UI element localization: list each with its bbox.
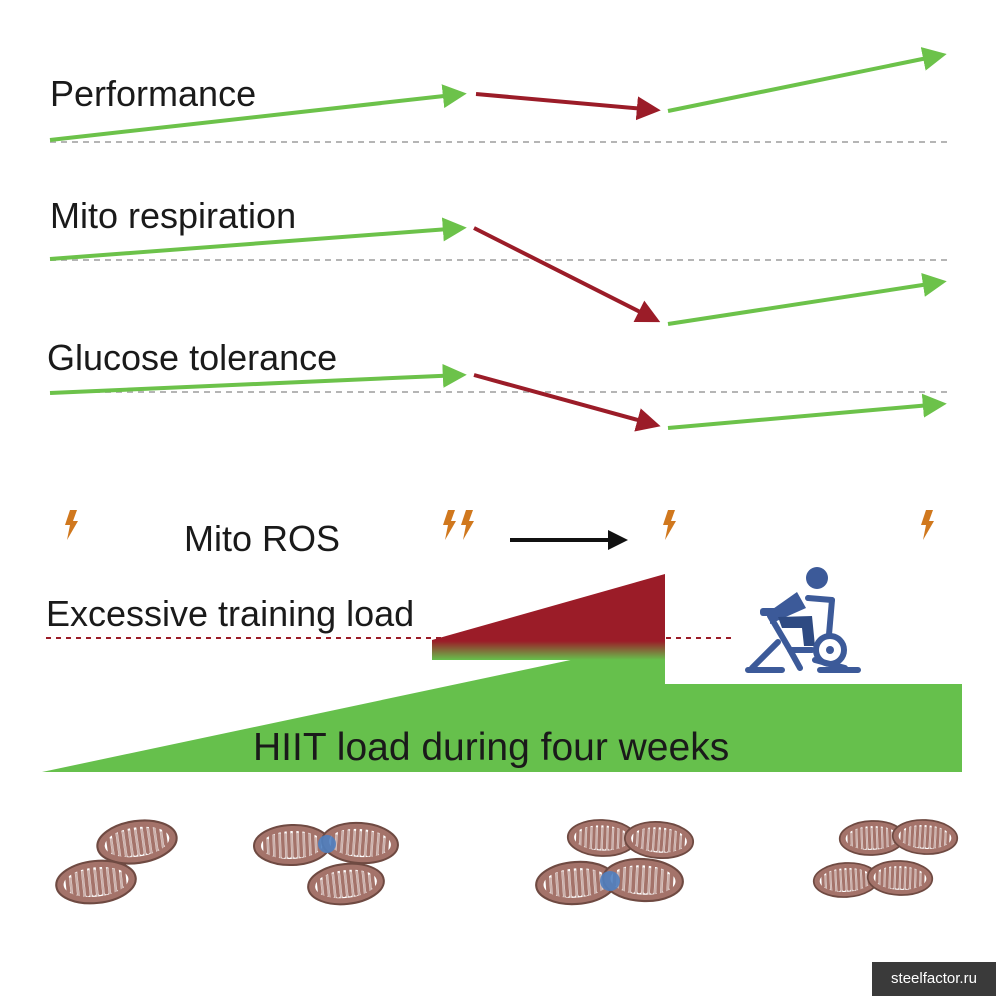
glucose-tolerance-label: Glucose tolerance <box>47 337 337 378</box>
lightning-bolt-icon <box>663 510 676 540</box>
performance-recovery-arrow <box>667 47 947 113</box>
mitochondrion-icon <box>304 858 388 910</box>
lightning-bolt-icon <box>443 510 456 540</box>
mitochondria-group-3 <box>532 817 696 909</box>
mitochondrion-icon <box>865 858 935 898</box>
excessive-load-area <box>432 574 665 660</box>
performance-decrease-arrow <box>475 92 661 121</box>
mitochondria-group-4 <box>811 816 960 901</box>
excessive-load-label: Excessive training load <box>46 593 414 634</box>
mito-respiration-increase-arrow <box>49 217 467 261</box>
mitochondrion-icon <box>622 818 696 862</box>
lightning-bolt-icon <box>461 510 474 540</box>
mitochondrion-icon <box>890 816 960 858</box>
fusion-site <box>318 835 336 853</box>
glucose-tolerance-decrease-arrow <box>473 373 661 432</box>
glucose-tolerance-recovery-arrow <box>667 393 947 430</box>
mito-ros-label: Mito ROS <box>184 518 340 559</box>
mitochondria-group-2 <box>251 818 402 910</box>
hiit-load-ramp <box>42 640 665 772</box>
hiit-load-label: HIIT load during four weeks <box>253 726 729 769</box>
performance-label: Performance <box>50 73 256 114</box>
mito-respiration-label: Mito respiration <box>50 195 296 236</box>
reduced-load-block <box>665 684 962 772</box>
performance-increase-arrow <box>49 84 467 142</box>
lightning-bolt-icon <box>65 510 78 540</box>
mitochondria-group-1 <box>52 813 182 909</box>
watermark-badge: steelfactor.ru <box>872 962 996 996</box>
mitochondrion-icon <box>52 855 140 909</box>
fusion-site <box>600 871 620 891</box>
mito-respiration-decrease-arrow <box>473 226 661 323</box>
glucose-tolerance-increase-arrow <box>49 363 467 395</box>
stationary-bike-icon <box>745 567 861 673</box>
lightning-bolt-icon <box>921 510 934 540</box>
watermark-text: steelfactor.ru <box>891 970 977 987</box>
mito-respiration-recovery-arrow <box>667 273 947 326</box>
